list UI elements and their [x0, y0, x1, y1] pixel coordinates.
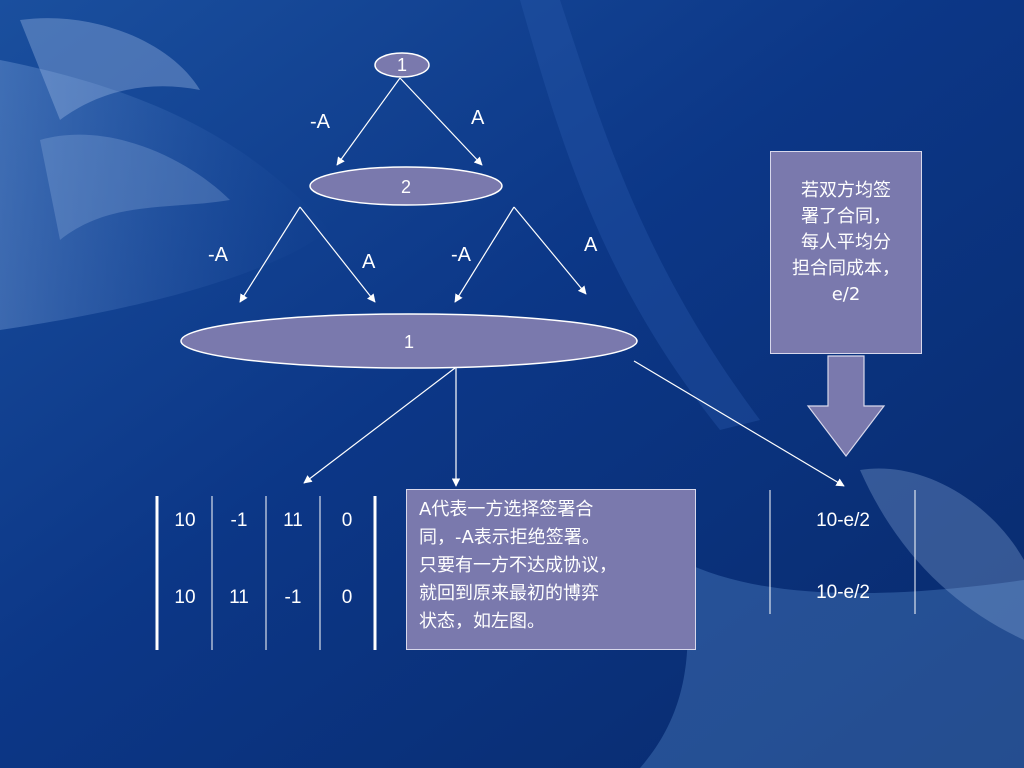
edge-root-to-second-left	[336, 77, 401, 166]
root-node-label: 1	[397, 55, 407, 75]
payoff-cell: 11	[229, 587, 249, 608]
payoff-cell: -1	[285, 587, 302, 608]
edge-second-left-neg	[239, 206, 301, 303]
note-line: 就回到原来最初的博弈	[419, 583, 599, 604]
third-node	[180, 313, 638, 369]
edge-label-mid-left-pos: A	[362, 251, 376, 273]
note-line: 状态，如左图。	[419, 611, 545, 632]
cost-sharing-note: 若双方均签 署了合同， 每人平均分 担合同成本， e/2	[770, 151, 922, 354]
note-line: e/2	[831, 284, 861, 305]
edge-root-to-second-right	[399, 77, 483, 166]
edge-second-right-neg	[454, 206, 515, 303]
payoff-cell: 11	[283, 510, 303, 531]
note-line: A代表一方选择签署合	[419, 499, 594, 520]
note-line: 署了合同，	[801, 206, 891, 227]
payoff-table: 10 -1 11 0 10 11 -1 0	[155, 496, 377, 650]
note-line: 担合同成本，	[792, 258, 900, 279]
edge-label-top-right: A	[471, 107, 485, 129]
edge-third-to-payoff-table	[303, 367, 456, 484]
third-node-label: 1	[404, 332, 414, 352]
payoff-cell: 0	[342, 510, 353, 531]
edge-second-left-pos	[299, 206, 376, 303]
result-table: 10-e/2 10-e/2	[769, 490, 916, 614]
note-line: 每人平均分	[801, 232, 891, 253]
edge-label-mid-right-neg: -A	[451, 244, 472, 266]
second-node	[309, 166, 503, 206]
result-cell: 10-e/2	[816, 582, 870, 603]
payoff-cell: 0	[342, 587, 353, 608]
payoff-cell: 10	[174, 587, 195, 608]
down-block-arrow	[806, 355, 886, 457]
edge-label-top-left: -A	[310, 111, 331, 133]
note-line: 若双方均签	[801, 180, 891, 201]
edge-label-mid-right-pos: A	[584, 234, 598, 256]
edge-third-to-result	[633, 360, 845, 487]
result-cell: 10-e/2	[816, 510, 870, 531]
edge-second-right-pos	[513, 206, 587, 295]
edge-label-mid-left-neg: -A	[208, 244, 229, 266]
note-line: 同，-A表示拒绝签署。	[419, 527, 600, 548]
payoff-cell: 10	[174, 510, 195, 531]
payoff-cell: -1	[231, 510, 248, 531]
note-line: 只要有一方不达成协议，	[419, 555, 617, 576]
second-node-label: 2	[401, 177, 411, 197]
root-node	[374, 52, 430, 78]
explanation-note: A代表一方选择签署合 同，-A表示拒绝签署。 只要有一方不达成协议， 就回到原来…	[406, 489, 696, 650]
